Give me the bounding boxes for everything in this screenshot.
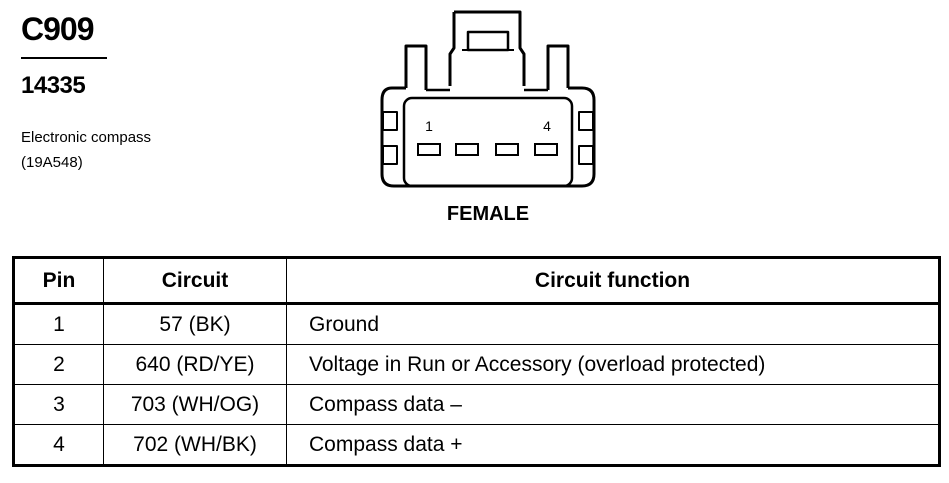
connector-id: C909 [21,11,94,47]
table-row: 4 702 (WH/BK) Compass data + [13,424,940,466]
housing-outer [380,86,596,188]
header-pin: Pin [13,257,104,304]
pin-label-last: 4 [543,118,551,134]
housing-inner [402,96,574,188]
header-circuit: Circuit [103,257,287,304]
circuit-cell: 640 (RD/YE) [103,344,287,385]
circuit-cell: 703 (WH/OG) [103,384,287,425]
part-number: 14335 [21,72,86,99]
pin-cavity [495,143,519,156]
circuit-cell: 702 (WH/BK) [103,424,287,466]
table-row: 3 703 (WH/OG) Compass data – [13,384,940,425]
function-cell: Compass data + [286,424,940,466]
right-ear [546,44,570,90]
latch-outline-left [448,12,456,86]
description-line1: Electronic compass [21,129,152,146]
latch-tab [466,30,510,52]
function-cell: Voltage in Run or Accessory (overload pr… [286,344,940,385]
pin-cavity [417,143,441,156]
pin-label-first: 1 [425,118,433,134]
connector-face-diagram: 1 4 [380,10,596,188]
connector-gender-label: FEMALE [446,203,530,225]
header-function: Circuit function [286,257,940,304]
left-ear [404,44,428,90]
pinout-table: Pin Circuit Circuit function 1 57 (BK) G… [12,256,941,467]
pin-cell: 1 [13,303,104,345]
table-header-row: Pin Circuit Circuit function [13,257,940,304]
table-row: 2 640 (RD/YE) Voltage in Run or Accessor… [13,344,940,385]
pin-cell: 4 [13,424,104,466]
pin-cell: 3 [13,384,104,425]
function-cell: Ground [286,303,940,345]
latch-outline [454,10,526,86]
table-row: 1 57 (BK) Ground [13,303,940,345]
pin-cavity [534,143,558,156]
description-line2: (19A548) [21,154,83,171]
pin-cell: 2 [13,344,104,385]
header-divider [21,57,107,59]
pin-cavity [455,143,479,156]
circuit-cell: 57 (BK) [103,303,287,345]
function-cell: Compass data – [286,384,940,425]
